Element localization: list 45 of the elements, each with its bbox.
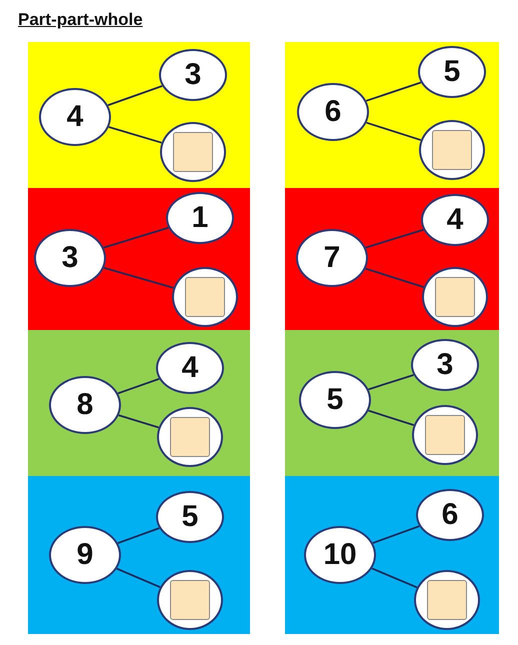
connector-line (368, 410, 414, 426)
connector-line (118, 378, 160, 394)
number: 6 (324, 97, 342, 127)
number: 9 (76, 540, 94, 570)
colored-panel (28, 42, 250, 188)
connector-line (108, 126, 162, 144)
connector-line (372, 525, 420, 544)
number: 3 (184, 60, 202, 90)
number: 1 (192, 203, 208, 233)
number: 4 (182, 353, 198, 383)
colored-panel (285, 188, 499, 330)
number-oval (156, 342, 224, 394)
connector-line (108, 85, 162, 106)
colored-panel (28, 188, 250, 330)
number: 8 (76, 390, 94, 420)
connector-line (365, 268, 424, 288)
number: 3 (436, 350, 454, 380)
connector-line (116, 568, 160, 588)
number: 10 (323, 540, 357, 570)
number: 6 (442, 500, 458, 530)
connector-line (104, 266, 174, 289)
number: 7 (324, 243, 340, 273)
colored-panel (285, 42, 499, 188)
title: Part-part-whole (18, 10, 143, 30)
connector-line (365, 228, 424, 248)
colored-panel (28, 330, 250, 476)
connector-line (372, 568, 418, 588)
colored-panel (285, 330, 499, 476)
connector-line (366, 82, 422, 102)
connector-line (368, 374, 414, 390)
number-oval (159, 49, 227, 101)
connector-line (118, 414, 159, 428)
connector-line (366, 122, 422, 141)
number: 5 (182, 502, 198, 532)
colored-panel (285, 476, 499, 634)
number-oval (156, 491, 224, 543)
connector-line (103, 226, 169, 249)
number: 4 (66, 102, 84, 132)
number: 5 (444, 57, 460, 87)
connector-line (118, 527, 160, 544)
number: 4 (446, 205, 464, 235)
number: 5 (326, 385, 344, 415)
number: 3 (62, 243, 78, 273)
colored-panel (28, 476, 250, 634)
number-oval (416, 489, 484, 541)
